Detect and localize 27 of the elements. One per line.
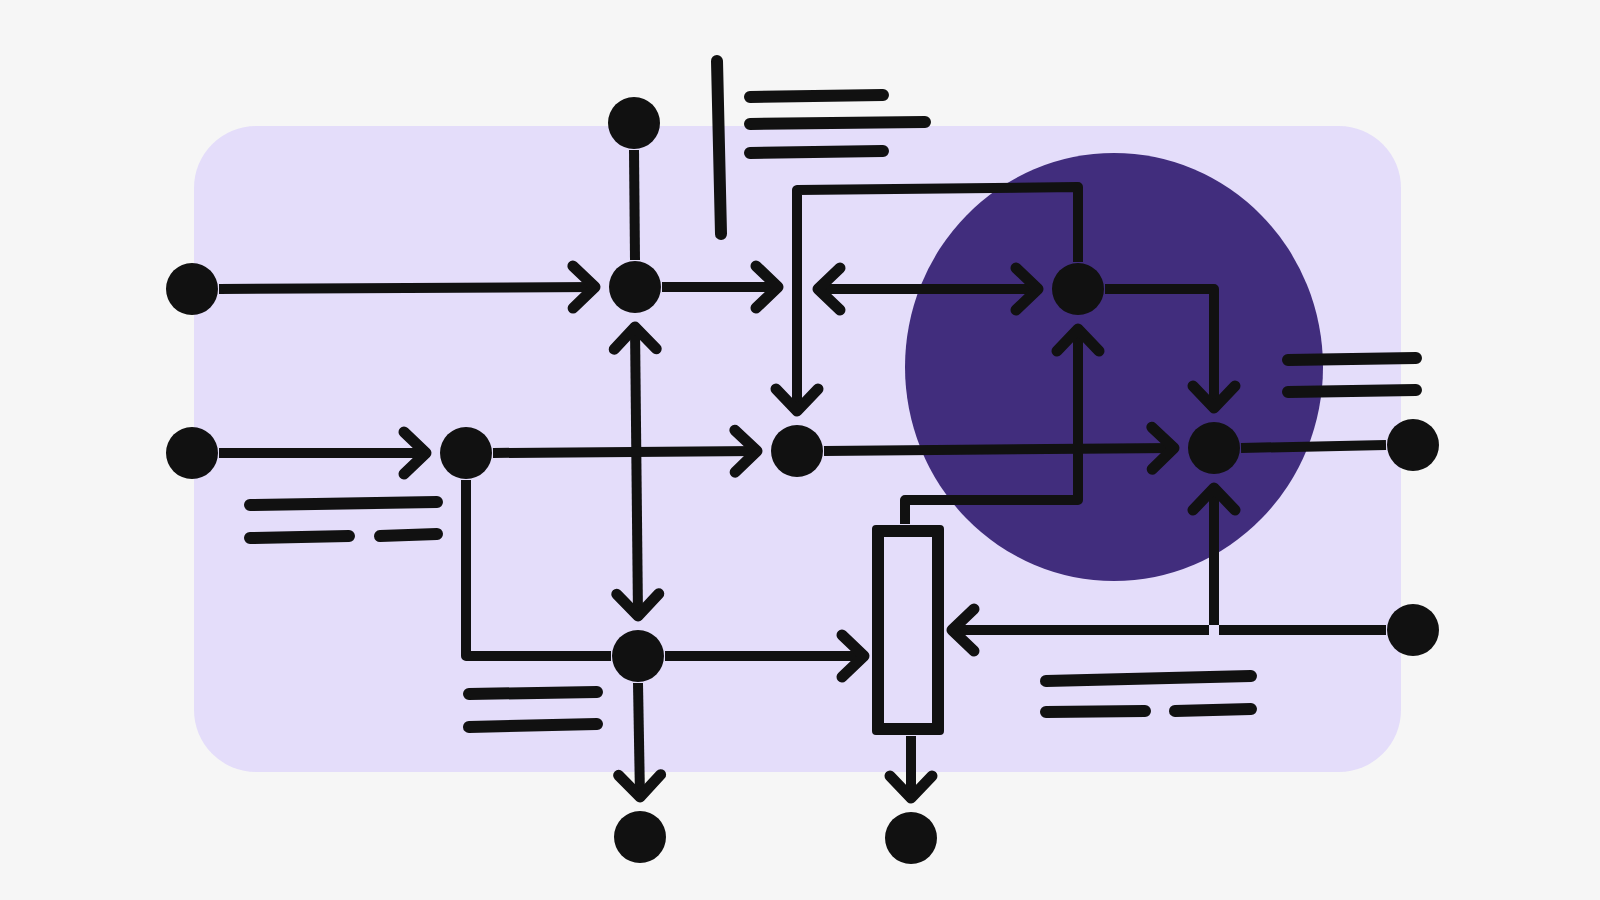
connector-line: [461, 480, 611, 661]
arrow: [823, 421, 1180, 475]
arrow: [770, 182, 1083, 417]
arrow: [1187, 482, 1241, 625]
arrow: [1105, 284, 1241, 414]
connector-line: [629, 149, 640, 261]
connection-dot: [885, 812, 937, 864]
connector-line: [1219, 625, 1386, 635]
arrow: [613, 682, 667, 803]
arrow: [812, 262, 1044, 316]
arrow: [946, 603, 1209, 657]
connection-dot: [166, 427, 218, 479]
arrow: [662, 260, 784, 314]
connection-dot: [614, 811, 666, 863]
connection-dot: [608, 97, 660, 149]
connector-line: [1240, 440, 1387, 453]
arrow: [608, 321, 665, 622]
component-box: [872, 525, 944, 735]
connection-dot: [1387, 604, 1439, 656]
arrow: [218, 260, 601, 314]
arrow: [900, 323, 1105, 524]
arrow: [884, 736, 938, 804]
arrow: [665, 629, 870, 683]
arrow: [492, 424, 763, 478]
connection-dot: [1387, 419, 1439, 471]
arrow: [219, 426, 432, 480]
connection-dot: [166, 263, 218, 315]
